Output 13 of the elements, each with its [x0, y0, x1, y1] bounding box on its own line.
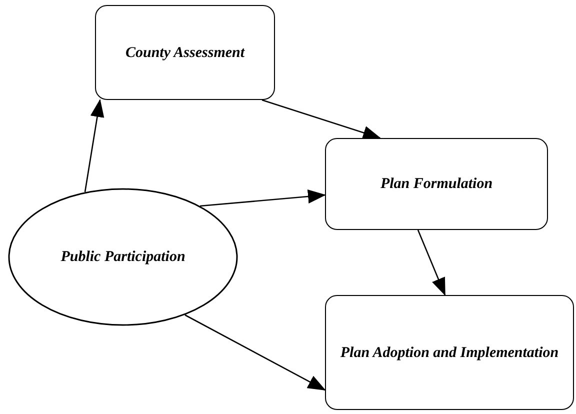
node-label: Public Participation	[60, 248, 186, 267]
node-label: Plan Adoption and Implementation	[339, 344, 560, 362]
arrow	[84, 99, 104, 192]
process-box	[325, 295, 574, 410]
arrow	[200, 190, 326, 207]
node-label: Plan Formulation	[379, 175, 494, 194]
arrow	[184, 314, 326, 391]
process-box	[95, 5, 275, 100]
node-label: County Assessment	[124, 44, 246, 62]
arrow	[417, 230, 446, 296]
arrow	[262, 99, 381, 140]
process-box	[325, 138, 548, 230]
ellipse-node	[8, 188, 238, 326]
